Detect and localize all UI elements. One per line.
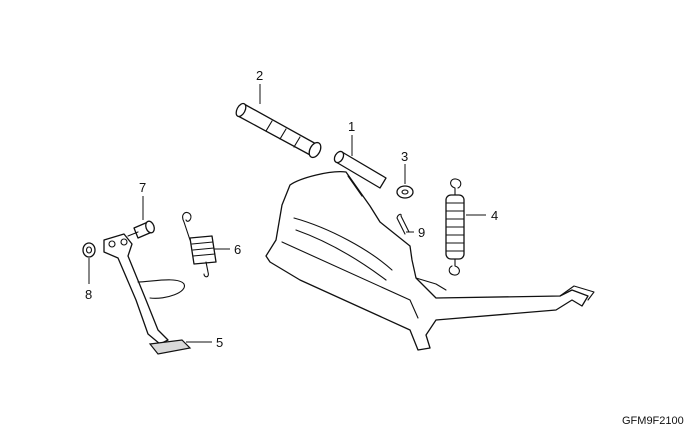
leader-lines (88, 84, 486, 343)
cotter-pin-icon (396, 213, 410, 235)
callout-6: 6 (234, 242, 241, 257)
callout-9: 9 (418, 225, 425, 240)
pivot-shaft-icon (235, 102, 322, 159)
bolt-icon (127, 220, 155, 239)
callout-5: 5 (216, 335, 223, 350)
diagram-code: GFM9F2100 (622, 415, 684, 427)
washer-icon (396, 185, 414, 199)
side-stand-icon (103, 233, 192, 355)
callout-4: 4 (491, 208, 498, 223)
main-stand-icon (265, 150, 595, 351)
callout-3: 3 (401, 149, 408, 164)
nut-icon (82, 242, 96, 258)
callout-8: 8 (85, 287, 92, 302)
callout-2: 2 (256, 68, 263, 83)
side-stand-spring-icon (182, 211, 217, 278)
callout-7: 7 (139, 180, 146, 195)
callout-1: 1 (348, 119, 355, 134)
tension-spring-icon (445, 178, 465, 276)
